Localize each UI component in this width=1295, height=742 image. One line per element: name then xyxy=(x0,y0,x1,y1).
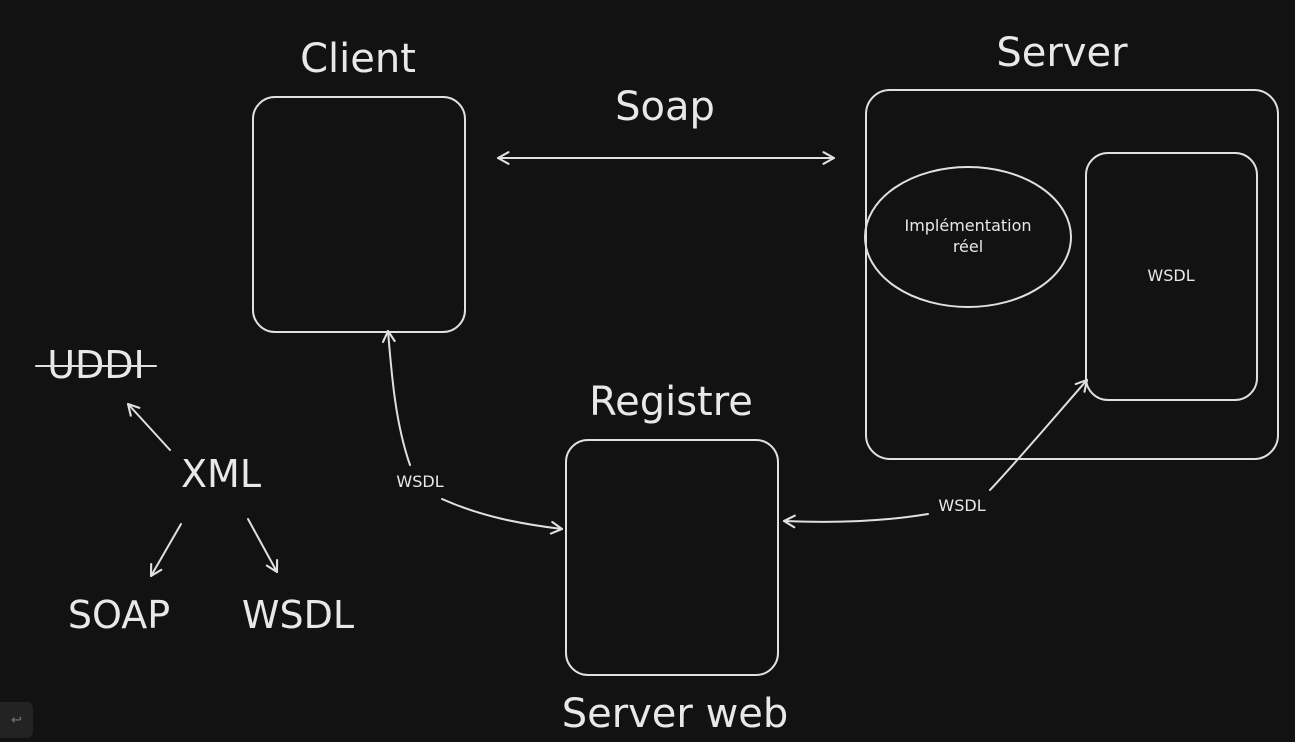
client-registre-wsdl-label: WSDL xyxy=(396,472,443,491)
server-wsdl-box[interactable] xyxy=(1085,152,1258,401)
implementation-label-line2: réel xyxy=(953,237,983,256)
xml-label: XML xyxy=(181,452,261,496)
server-wsdl-label: WSDL xyxy=(1147,266,1194,285)
client-registre-arrow-bottom[interactable] xyxy=(441,498,564,535)
implementation-label-line1: Implémentation xyxy=(904,216,1031,235)
registre-server-arrow-left[interactable] xyxy=(782,513,929,529)
xml-soap-arrow[interactable] xyxy=(149,523,182,578)
server-title: Server xyxy=(996,30,1128,76)
registre-server-arrow-right[interactable] xyxy=(989,378,1089,491)
soap-tree-label: SOAP xyxy=(68,593,170,637)
registre-server-wsdl-label: WSDL xyxy=(938,496,985,515)
implementation-ellipse[interactable] xyxy=(864,166,1072,308)
server-web-title: Server web xyxy=(562,691,789,737)
wsdl-tree-label: WSDL xyxy=(242,593,354,637)
client-registre-arrow-top[interactable] xyxy=(381,329,411,466)
registre-title: Registre xyxy=(589,379,753,425)
xml-uddi-arrow[interactable] xyxy=(126,402,171,451)
client-title: Client xyxy=(300,36,416,82)
soap-label: Soap xyxy=(615,84,715,130)
server-box[interactable] xyxy=(865,89,1279,460)
registre-box[interactable] xyxy=(565,439,779,676)
client-box[interactable] xyxy=(252,96,466,333)
undo-icon: ↩ xyxy=(11,712,22,728)
undo-button[interactable]: ↩ xyxy=(0,702,33,738)
xml-wsdl-arrow[interactable] xyxy=(247,518,279,574)
